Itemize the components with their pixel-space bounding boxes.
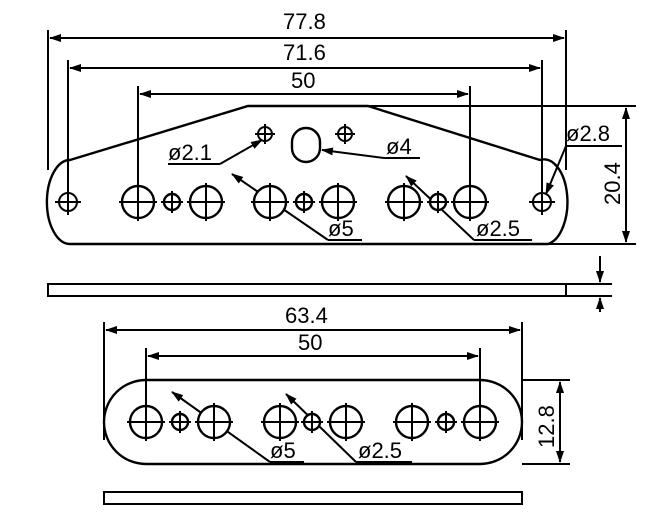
top-pole-hole-4: [251, 183, 289, 221]
callout-d2-1: ø2.1: [168, 140, 212, 165]
bottom-pole-hole-2: [169, 411, 191, 433]
bottom-pole-hole-4: [261, 403, 299, 441]
top-pole-hole-5: [293, 191, 315, 213]
small-hole-left: [255, 124, 275, 144]
hole-symbols: [119, 183, 499, 441]
callout-d2-8: ø2.8: [566, 121, 610, 146]
top-pole-hole-3: [187, 183, 225, 221]
bottom-pole-hole-8: [435, 411, 457, 433]
top-dimensions: 77.8 71.6 50 20.4 ø2.8 ø2.1 ø4 ø5 ø2.5: [47, 9, 636, 245]
callout-d2-5-top: ø2.5: [476, 216, 520, 241]
bottom-pole-hole-6: [327, 403, 365, 441]
top-pole-hole-7: [385, 183, 423, 221]
bottom-pole-hole-1: [127, 403, 165, 441]
bottom-plate-side-view: [103, 491, 523, 505]
bottom-pole-hole-9: [461, 403, 499, 441]
callout-d5-bottom: ø5: [270, 438, 296, 463]
top-pole-hole-2: [161, 191, 183, 213]
bottom-pole-hole-5: [301, 411, 323, 433]
top-plate-side-view: [47, 256, 612, 312]
dim-50-text: 50: [291, 68, 315, 93]
callout-d4: ø4: [386, 134, 412, 159]
top-pole-hole-6: [319, 183, 357, 221]
center-slot: [290, 126, 322, 164]
small-hole-right: [335, 124, 355, 144]
dim-20-4-text: 20.4: [600, 162, 625, 205]
dim-77-8-text: 77.8: [283, 9, 326, 34]
top-pole-hole-1: [119, 183, 157, 221]
dim-63-4-text: 63.4: [285, 303, 328, 328]
outer-hole-right: [529, 189, 555, 215]
top-pole-hole-9: [451, 183, 489, 221]
top-hole-row: [55, 189, 555, 215]
outer-hole-left: [55, 189, 81, 215]
callout-d5-top: ø5: [328, 216, 354, 241]
dim-12-8-text: 12.8: [534, 405, 559, 448]
dim-50-bottom-text: 50: [298, 330, 322, 355]
top-pole-hole-8: [427, 191, 449, 213]
callout-d2-5-bottom: ø2.5: [358, 438, 402, 463]
bottom-dimensions: 63.4 50 12.8 ø5 ø2.5: [103, 303, 570, 465]
bottom-pole-hole-3: [195, 403, 233, 441]
dim-71-6-text: 71.6: [283, 40, 326, 65]
bottom-pole-hole-7: [393, 403, 431, 441]
